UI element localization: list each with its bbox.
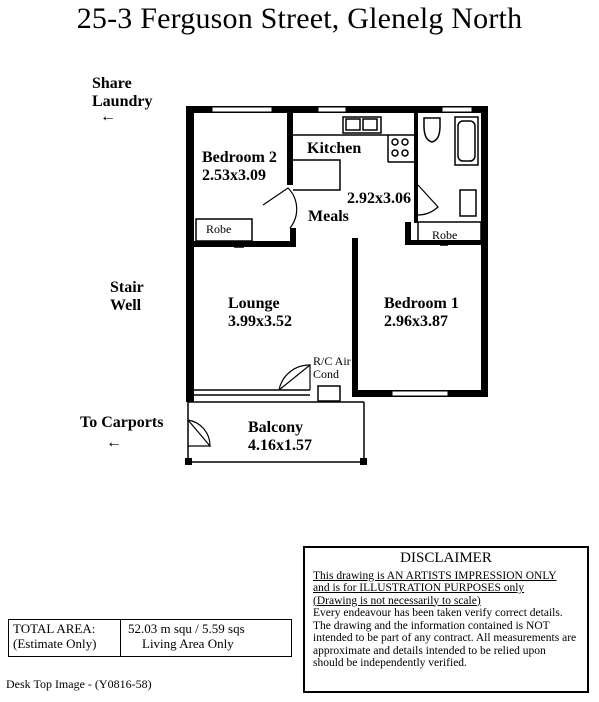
aircon-label: R/C Air Cond	[313, 354, 351, 381]
disclaimer-box: DISCLAIMER This drawing is AN ARTISTS IM…	[303, 546, 589, 693]
disclaimer-line-1: This drawing is AN ARTISTS IMPRESSION ON…	[313, 569, 557, 582]
total-area-box: TOTAL AREA: (Estimate Only) 52.03 m squ …	[8, 619, 292, 657]
disclaimer-line-2: and is for ILLUSTRATION PURPOSES only	[313, 582, 525, 594]
room-bedroom-2: Bedroom 2 2.53x3.09	[202, 149, 277, 184]
room-meals-size: 2.92x3.06	[347, 190, 411, 207]
disclaimer-body: Every endeavour has been taken verify co…	[313, 607, 577, 669]
room-balcony: Balcony 4.16x1.57	[248, 419, 312, 454]
page-title: 25-3 Ferguson Street, Glenelg North	[76, 2, 523, 35]
share-laundry-label: Share Laundry	[92, 75, 153, 110]
balcony-lines	[187, 385, 365, 463]
disclaimer-line-3: (Drawing is not necessarily to scale)	[313, 594, 481, 607]
robe-left-label: Robe	[206, 222, 232, 236]
to-carports-label: To Carports	[80, 414, 164, 431]
door-swings	[187, 184, 439, 447]
room-kitchen: Kitchen	[307, 140, 362, 157]
arrow-left-icon: ←	[100, 108, 116, 125]
interior-walls	[194, 113, 481, 397]
kitchen-bench	[293, 116, 414, 191]
robe-right-label: Robe	[432, 228, 458, 242]
room-meals: Meals	[308, 208, 349, 225]
total-area-value: 52.03 m squ / 5.59 sqs Living Area Only	[128, 621, 245, 651]
arrow-left-icon: ←	[106, 434, 122, 451]
disclaimer-title: DISCLAIMER	[400, 550, 492, 566]
top-windows	[211, 106, 473, 113]
desk-top-image-id: Desk Top Image - (Y0816-58)	[6, 677, 152, 691]
room-bedroom-1: Bedroom 1 2.96x3.87	[384, 295, 459, 330]
room-lounge: Lounge 3.99x3.52	[228, 295, 292, 330]
stair-well-label: Stair Well	[110, 279, 144, 314]
bathroom-fixtures	[423, 116, 479, 217]
total-area-label: TOTAL AREA: (Estimate Only)	[9, 620, 121, 656]
